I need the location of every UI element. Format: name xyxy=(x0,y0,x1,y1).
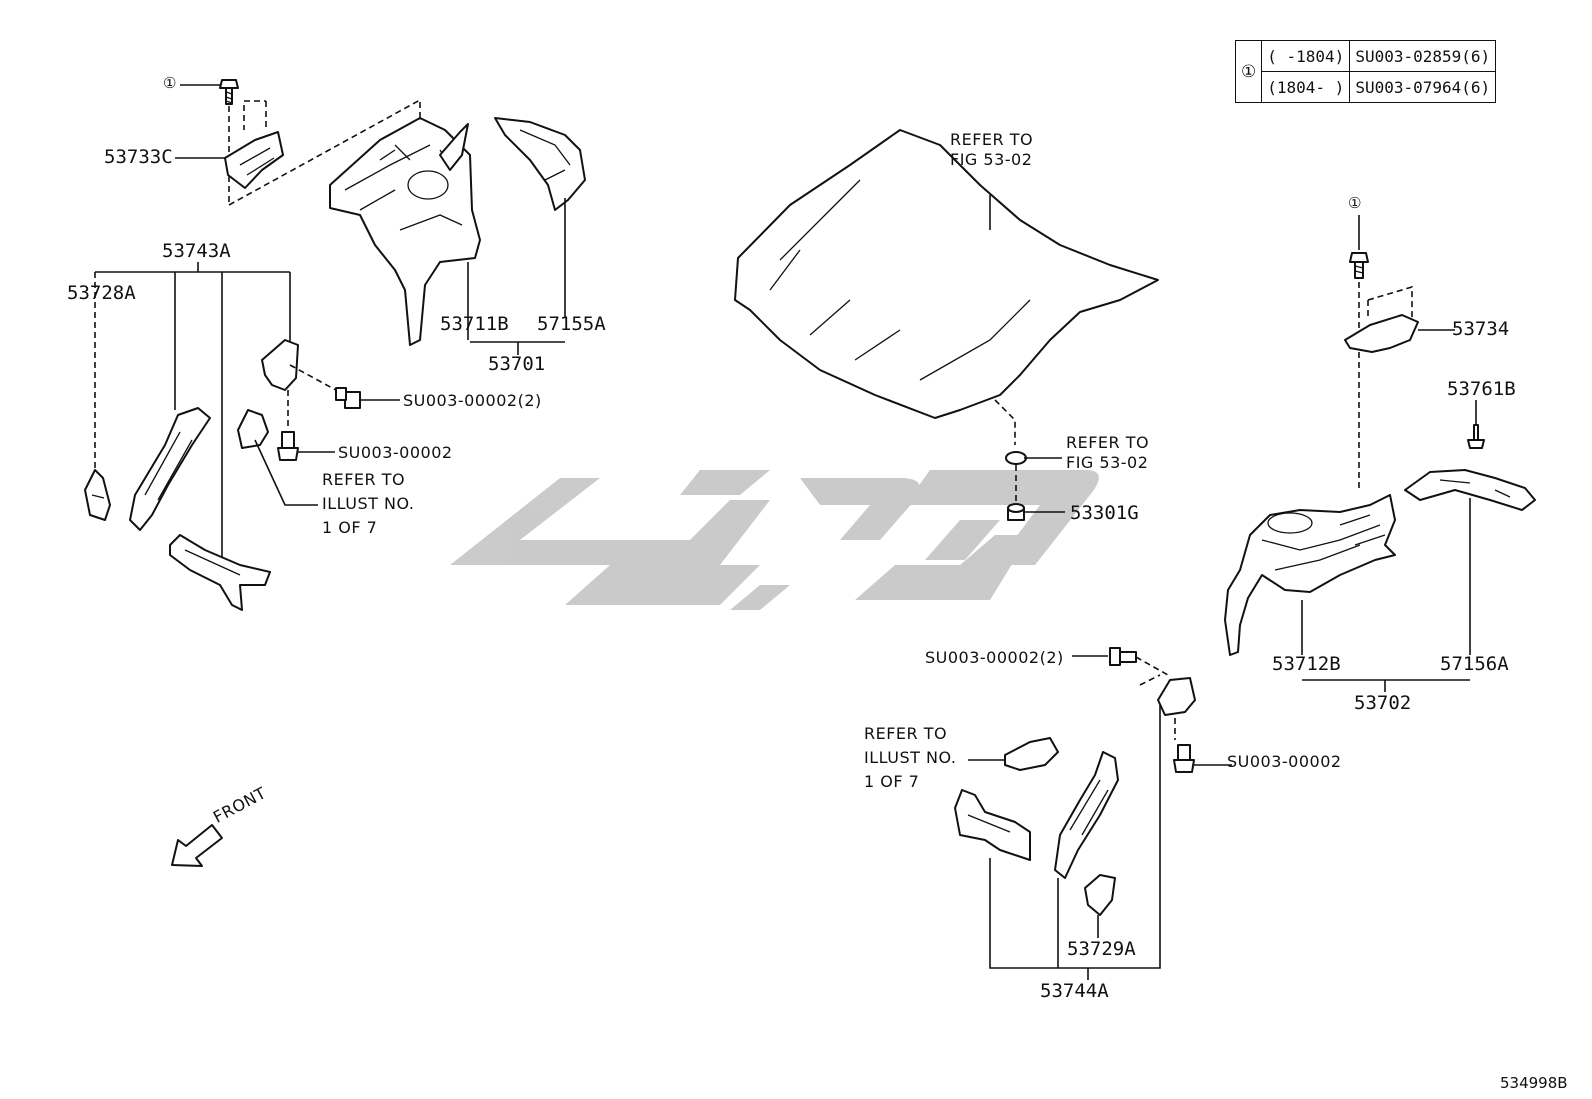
label-hood-refer-1: REFER TO xyxy=(950,130,1034,149)
label-57155a: 57155A xyxy=(537,313,606,335)
label-53702: 53702 xyxy=(1354,692,1412,714)
label-53729a: 53729A xyxy=(1067,938,1136,960)
label-53733c: 53733C xyxy=(104,146,173,168)
label-53301g: 53301G xyxy=(1070,502,1139,524)
watermark-logo xyxy=(450,470,1099,610)
label-illust-right-3: 1 OF 7 xyxy=(864,772,920,791)
spec-range: ( ‑1804) xyxy=(1261,40,1351,72)
label-57156a: 57156A xyxy=(1440,653,1509,675)
part-53734 xyxy=(1344,314,1419,353)
label-illust-right-2: ILLUST NO. xyxy=(864,748,957,767)
label-53743a: 53743A xyxy=(162,240,231,262)
part-53712b xyxy=(1224,494,1396,656)
part-refer-illust-right xyxy=(1004,737,1059,771)
spec-symbol: ① xyxy=(1234,40,1263,103)
part-bracket-left xyxy=(261,339,299,391)
part-refer-illust-left xyxy=(237,409,269,449)
label-53712b: 53712B xyxy=(1272,653,1341,675)
label-bolt-su003-right: SU003-00002 xyxy=(1227,752,1342,771)
bolt-53733c-icon xyxy=(219,79,239,105)
part-hood xyxy=(734,129,1159,419)
label-53701: 53701 xyxy=(488,353,546,375)
label-53761b: 53761B xyxy=(1447,378,1516,400)
label-latch-refer-1: REFER TO xyxy=(1066,433,1150,452)
part-53733c xyxy=(224,131,284,189)
label-hood-refer-2: FIG 53-02 xyxy=(950,150,1033,169)
bolt-su003-left-icon xyxy=(277,431,299,461)
part-57156a xyxy=(1404,469,1536,511)
label-53728a: 53728A xyxy=(67,282,136,304)
part-rail-right xyxy=(1054,751,1119,879)
label-illust-left-3: 1 OF 7 xyxy=(322,518,378,537)
part-53761b xyxy=(1467,424,1485,449)
part-bracket-right xyxy=(1157,677,1196,716)
label-53734: 53734 xyxy=(1452,318,1510,340)
callout-circle-left: ① xyxy=(163,74,177,92)
front-arrow-icon xyxy=(171,824,223,867)
part-53711b xyxy=(329,117,481,346)
label-latch-refer-2: FIG 53-02 xyxy=(1066,453,1149,472)
diagram-id: 534998B xyxy=(1500,1074,1568,1092)
part-rail-left xyxy=(129,407,211,531)
part-lower-rail-left xyxy=(169,534,271,611)
spec-part: SU003-02859(6) xyxy=(1349,40,1497,72)
spec-row: ① ( ‑1804) SU003-02859(6) xyxy=(1234,40,1497,103)
part-53301g xyxy=(1005,451,1027,521)
bolt-su003-right-icon xyxy=(1173,744,1195,773)
bolt-su003-2-left-icon xyxy=(335,387,361,409)
callout-circle-right: ① xyxy=(1348,194,1362,212)
label-illust-left-1: REFER TO xyxy=(322,470,406,489)
bolt-53734-icon xyxy=(1349,252,1369,279)
label-illust-left-2: ILLUST NO. xyxy=(322,494,415,513)
part-53728a xyxy=(84,469,111,521)
spec-part: SU003-07964(6) xyxy=(1349,71,1497,103)
label-illust-right-1: REFER TO xyxy=(864,724,948,743)
spec-row: (1804‑ ) SU003-07964(6) xyxy=(1236,71,1497,103)
part-57155a xyxy=(494,117,586,211)
bolt-su003-2-right-icon xyxy=(1109,647,1137,666)
label-bolt-su003-2-left: SU003-00002(2) xyxy=(403,391,542,410)
label-53711b: 53711B xyxy=(440,313,509,335)
spec-table: ① ( ‑1804) SU003-02859(6) (1804‑ ) SU003… xyxy=(1234,40,1497,103)
spec-range: (1804‑ ) xyxy=(1261,71,1351,103)
label-bolt-su003-left: SU003-00002 xyxy=(338,443,453,462)
label-bolt-su003-2-right: SU003-00002(2) xyxy=(925,648,1064,667)
part-lower-rail-right xyxy=(954,789,1031,861)
label-53744a: 53744A xyxy=(1040,980,1109,1002)
part-53729a xyxy=(1084,874,1116,916)
